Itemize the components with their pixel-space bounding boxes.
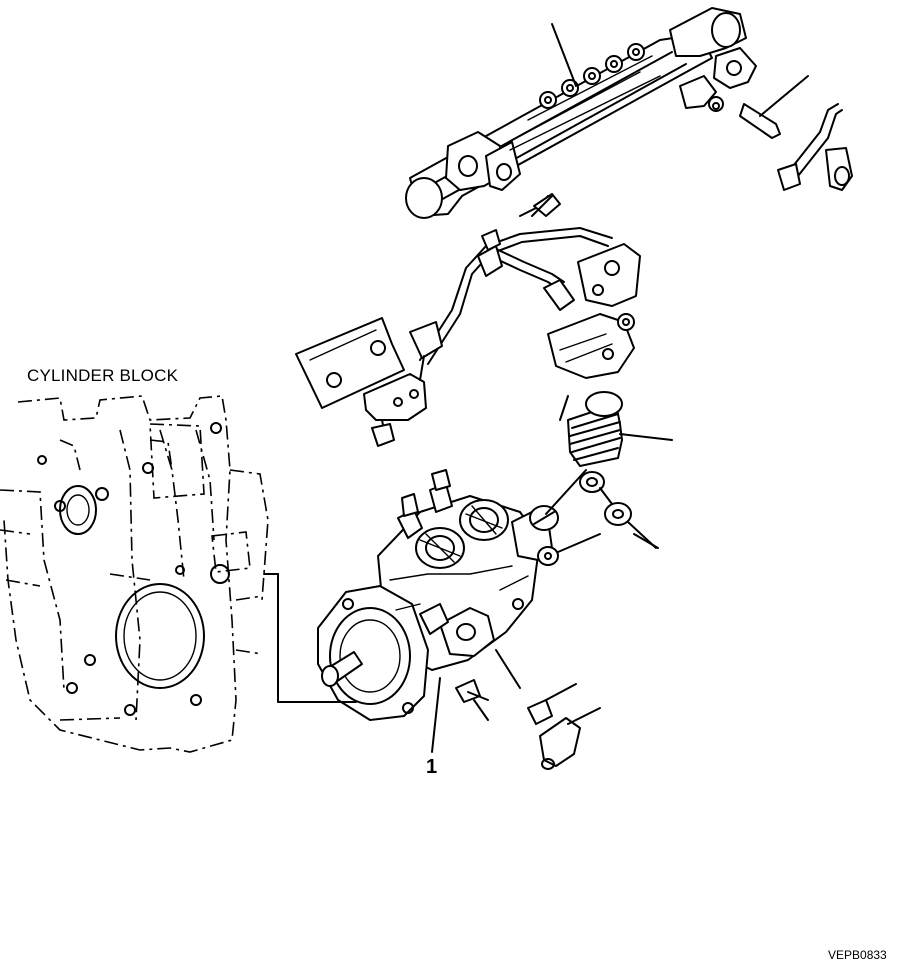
part-number-label: 1 xyxy=(426,756,438,778)
nut-and-cap xyxy=(527,683,601,770)
common-rail xyxy=(405,7,853,219)
figure-id-label: VEPB0833 xyxy=(828,948,887,962)
supply-pump xyxy=(317,469,601,721)
leader-lines xyxy=(263,23,809,753)
cylinder-block xyxy=(0,395,269,753)
banjo-fitting xyxy=(579,471,657,549)
bellows-boot xyxy=(567,391,673,467)
fuel-pipes-and-bracket xyxy=(295,193,641,447)
cylinder-block-label: CYLINDER BLOCK xyxy=(27,366,179,385)
